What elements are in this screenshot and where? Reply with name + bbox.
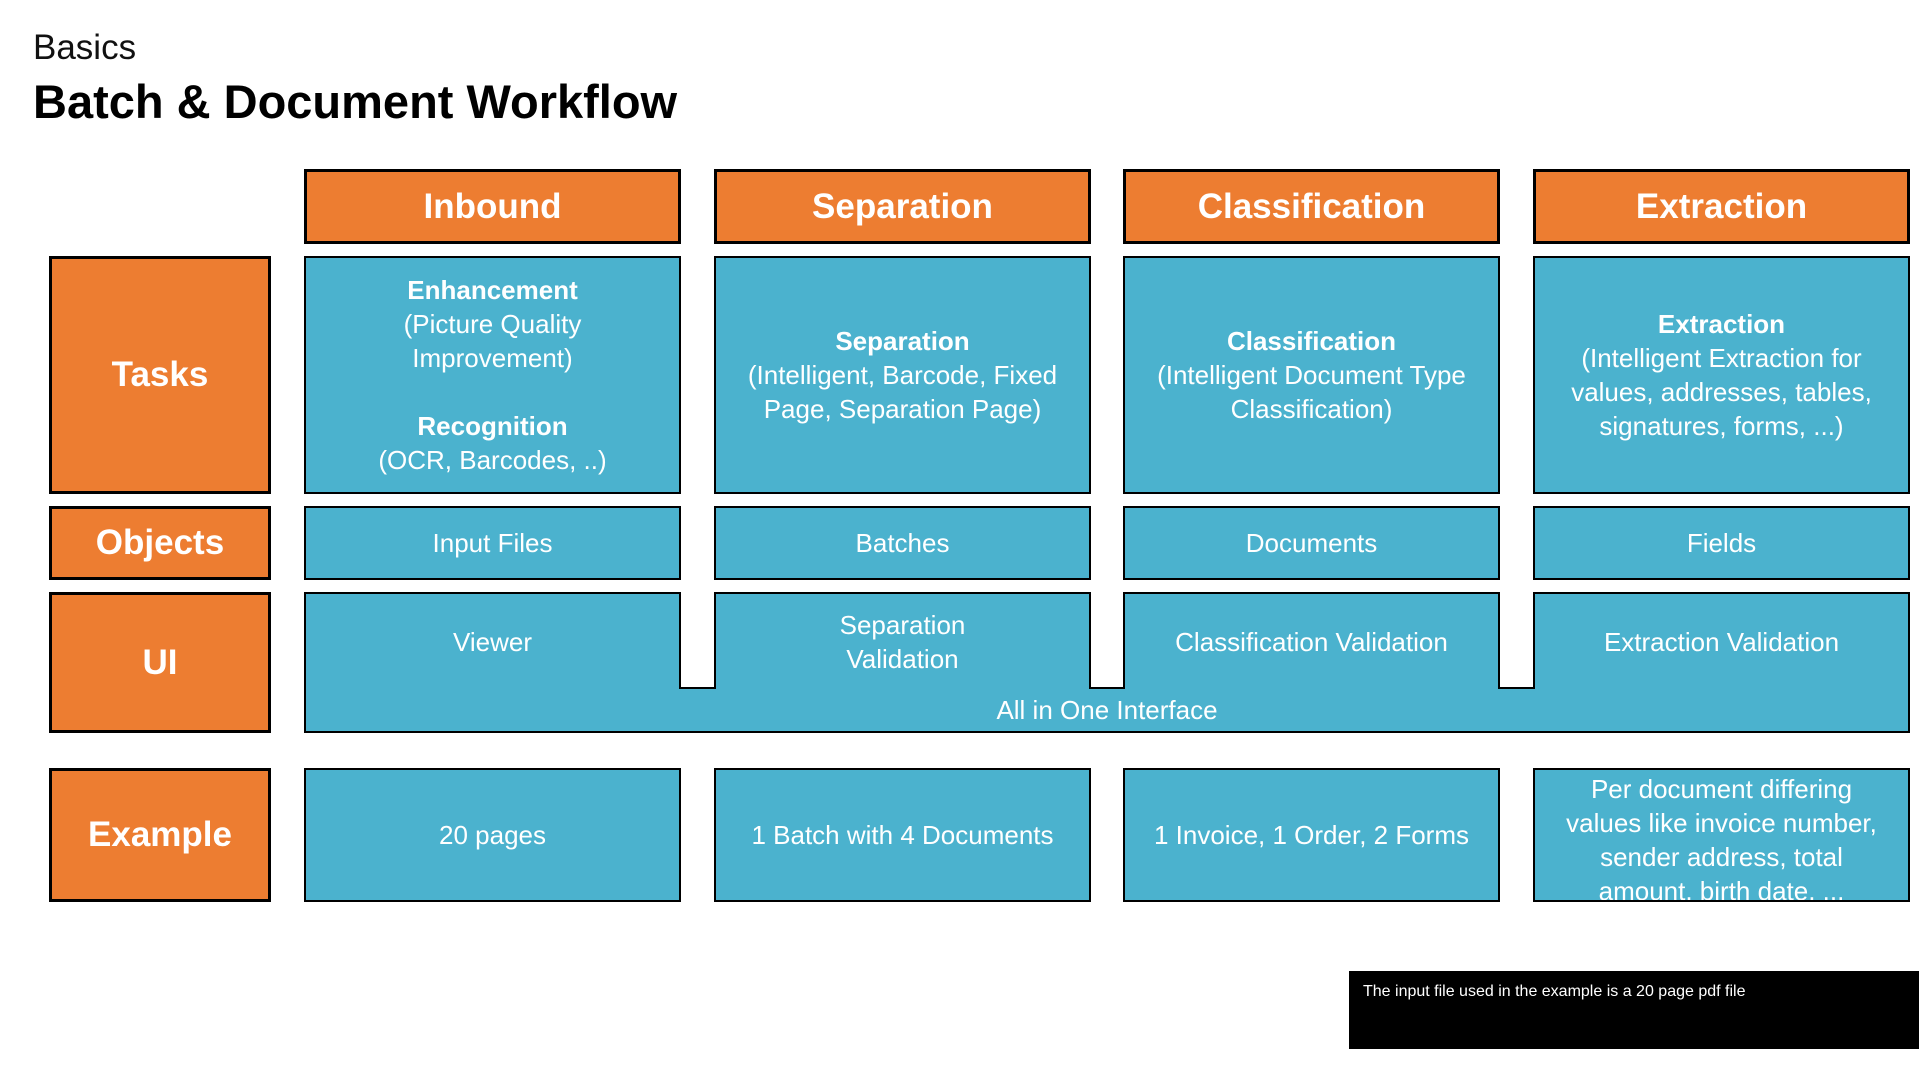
ui-cell-classification: Classification Validation — [1123, 592, 1500, 689]
band-label: All in One Interface — [996, 695, 1218, 725]
example-label: amount, birth date, ... — [1598, 876, 1845, 902]
task-desc: (Picture Quality — [403, 309, 582, 339]
task-title-recognition: Recognition — [417, 411, 568, 441]
object-cell-inbound: Input Files — [304, 506, 681, 580]
page-subtitle: Basics — [33, 28, 137, 67]
row-header-example: Example — [49, 768, 271, 902]
task-title-enhancement: Enhancement — [407, 275, 578, 305]
task-desc: (OCR, Barcodes, ..) — [378, 445, 607, 475]
task-desc: (Intelligent, Barcode, Fixed — [747, 360, 1058, 390]
row-header-ui: UI — [49, 592, 271, 733]
example-cell-separation: 1 Batch with 4 Documents — [714, 768, 1091, 902]
ui-label: Classification Validation — [1175, 626, 1448, 657]
ui-cell-extraction: Extraction Validation — [1533, 592, 1910, 689]
task-desc: (Intelligent Document Type — [1157, 360, 1466, 390]
example-label: values like invoice number, — [1566, 808, 1877, 838]
page-title: Batch & Document Workflow — [33, 75, 678, 128]
object-label: Fields — [1686, 528, 1757, 558]
task-desc: Classification) — [1230, 394, 1393, 424]
object-label: Batches — [855, 528, 950, 558]
row-header-objects: Objects — [49, 506, 271, 580]
task-title-classification: Classification — [1226, 326, 1397, 356]
column-header-separation: Separation — [714, 169, 1091, 244]
object-label: Input Files — [432, 528, 553, 558]
footnote-text: The input file used in the example is a … — [1363, 983, 1746, 1000]
example-cell-classification: 1 Invoice, 1 Order, 2 Forms — [1123, 768, 1500, 902]
task-desc: Page, Separation Page) — [763, 394, 1042, 424]
task-cell-classification: Classification (Intelligent Document Typ… — [1123, 256, 1500, 494]
task-desc: values, addresses, tables, — [1571, 377, 1872, 407]
row-header-tasks: Tasks — [49, 256, 271, 494]
object-cell-extraction: Fields — [1533, 506, 1910, 580]
ui-cell-separation: Separation Validation — [714, 592, 1091, 689]
task-cell-separation: Separation (Intelligent, Barcode, Fixed … — [714, 256, 1091, 494]
ui-label: Extraction Validation — [1603, 626, 1840, 657]
task-cell-inbound: Enhancement (Picture Quality Improvement… — [304, 256, 681, 494]
column-header-inbound: Inbound — [304, 169, 681, 244]
all-in-one-interface-band: All in One Interface — [304, 687, 1910, 733]
example-label: 20 pages — [439, 820, 546, 850]
task-desc: (Intelligent Extraction for — [1581, 343, 1862, 373]
example-label: 1 Invoice, 1 Order, 2 Forms — [1153, 820, 1469, 850]
task-desc: signatures, forms, ...) — [1599, 411, 1844, 441]
example-cell-inbound: 20 pages — [304, 768, 681, 902]
ui-cell-inbound: Viewer — [304, 592, 681, 689]
object-cell-separation: Batches — [714, 506, 1091, 580]
example-label: Per document differing — [1590, 774, 1853, 804]
example-label: 1 Batch with 4 Documents — [751, 820, 1054, 850]
ui-label: Viewer — [452, 626, 532, 657]
task-cell-extraction: Extraction (Intelligent Extraction for v… — [1533, 256, 1910, 494]
task-title-separation: Separation — [835, 326, 970, 356]
column-header-classification: Classification — [1123, 169, 1500, 244]
object-label: Documents — [1245, 528, 1378, 558]
object-cell-classification: Documents — [1123, 506, 1500, 580]
ui-label: Separation — [839, 609, 966, 640]
column-header-extraction: Extraction — [1533, 169, 1910, 244]
example-label: sender address, total — [1600, 842, 1843, 872]
footnote-box: The input file used in the example is a … — [1349, 971, 1919, 1049]
ui-label: Validation — [846, 643, 959, 674]
example-cell-extraction: Per document differing values like invoi… — [1533, 768, 1910, 902]
task-title-extraction: Extraction — [1657, 309, 1786, 339]
task-desc: Improvement) — [412, 343, 573, 373]
